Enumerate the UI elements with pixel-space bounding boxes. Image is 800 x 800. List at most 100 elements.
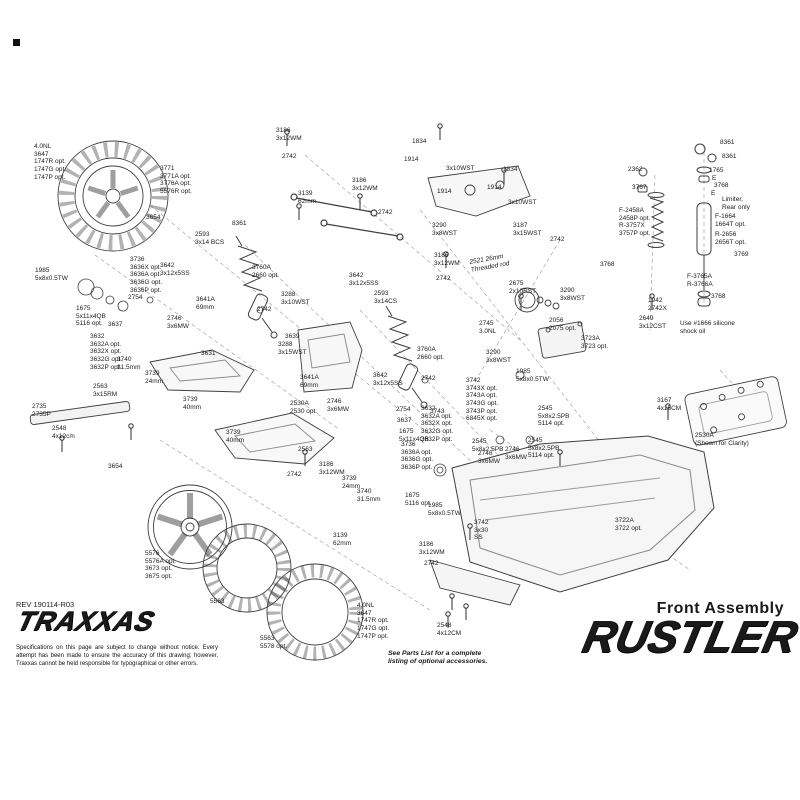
part-label: 3739 40mm [226, 429, 245, 444]
part-label: Use #1666 silicone shock oil [680, 320, 735, 335]
washers [421, 370, 535, 477]
part-label: 3769 [734, 251, 749, 258]
part-label: 5563 5578 opt. [260, 635, 288, 650]
part-label: 3768 [600, 261, 615, 268]
part-label: 3654 [108, 463, 123, 470]
part-label: 2742 [550, 236, 565, 243]
page-title: Front Assembly [656, 600, 784, 617]
part-label: 2530A (Shown for Clarity) [695, 432, 749, 447]
part-label: 3186 3x12WM [276, 127, 302, 142]
disclaimer-text: Specifications on this page are subject … [16, 645, 218, 667]
part-label: 1834 [503, 166, 518, 173]
part-label: 3186 3x12WM [319, 461, 345, 476]
steering-servo [537, 321, 587, 359]
part-label: 8361 [232, 220, 247, 227]
part-label: 3768 [711, 293, 726, 300]
part-label: 1985 5x8x0.5TW [428, 502, 461, 517]
part-label: 3740 31.5mm [357, 488, 381, 503]
part-label: 3743 [430, 408, 445, 415]
upper-chassis-plate [684, 376, 787, 446]
part-label: 2742 [421, 375, 436, 382]
part-label: 1765 [709, 167, 724, 174]
registration-mark [13, 39, 20, 46]
part-label: 3642 3x12x5SS [373, 372, 403, 387]
part-label: 2593 3x14 BCS [195, 231, 225, 246]
part-label: F-2458A 2458P opt. R-3757X 3757P opt. [619, 207, 651, 237]
part-label: 3739 24mm [145, 370, 164, 385]
part-label: 3742 3743X opt. 3743A opt. 3743G opt. 37… [466, 377, 499, 423]
part-label: 1914 [487, 184, 502, 191]
part-label: 3290 3x8WST [432, 222, 457, 237]
part-label: 3139 62mm [298, 190, 317, 205]
part-label: 5576 5576A opt. 3673 opt. 3675 opt. [145, 550, 177, 580]
part-label: F-1664 1664T opt. [715, 213, 746, 228]
part-label: 2545 5x8x2.5PB 5114 opt. [528, 437, 560, 460]
part-label: 1675 5116 opt. [405, 492, 432, 507]
part-label: 3632 3632A opt. 3632X opt. 3632G opt. 36… [90, 333, 123, 371]
parts-list-note: See Parts List for a complete listing of… [388, 650, 488, 666]
part-label: 8361 [722, 153, 737, 160]
part-label: 2742 [282, 153, 297, 160]
part-label: 3288 3x15WST [278, 341, 307, 356]
part-label: 5563 [210, 598, 225, 605]
part-label: 3288 3x10WST [281, 291, 310, 306]
part-label: 4.0NL 3647 1747R opt. 1747G opt. 1747P o… [34, 143, 67, 181]
part-label: 3736 3636X opt. 3636A opt. 3636G opt. 36… [130, 256, 163, 294]
part-label: 3639 [285, 333, 300, 340]
front-wheel-spoked [147, 484, 233, 570]
part-label: 2521 26mm Threaded rod [469, 253, 510, 274]
suspension-arm-upper [149, 349, 255, 393]
part-label: 3167 4x15CM [657, 397, 682, 412]
part-label: 1985 5x8x0.5TW [35, 267, 68, 282]
part-label: 3186 3x12WM [434, 252, 460, 267]
front-bulkhead [297, 321, 363, 393]
part-label: E [711, 190, 716, 197]
part-label: 2742 [257, 306, 272, 313]
part-label: 1914 [404, 156, 419, 163]
part-label: Limiter, Rear only [722, 196, 750, 211]
part-label: 2056 2075 opt. [549, 317, 577, 332]
part-label: 2742 [378, 209, 393, 216]
part-label: 2742 [424, 560, 439, 567]
part-label: 3768 [714, 182, 729, 189]
chassis-tub [451, 435, 715, 593]
part-label: 1834 [412, 138, 427, 145]
part-label: 3637 [397, 417, 412, 424]
part-label: 3632 3632A opt. 3632X opt. 3632G opt. 36… [421, 405, 454, 443]
shock-body-exploded [694, 143, 717, 307]
part-label: 3742 3x30 SS [474, 519, 489, 542]
part-label: 1985 5x8x0.5TW [516, 368, 549, 383]
front-bumper [429, 559, 521, 606]
transmission-parts [514, 287, 560, 313]
front-tire-middle [202, 523, 292, 613]
part-label: 2545 5x8x2.5PB 5114 opt. [538, 405, 570, 428]
part-label: 2754 [396, 406, 411, 413]
part-label: 3740 31.5mm [117, 356, 141, 371]
part-label: 3186 3x12WM [419, 541, 445, 556]
part-label: 3290 3x8WST [486, 349, 511, 364]
part-label: 2742 [436, 275, 451, 282]
body-mount-bar [29, 401, 131, 425]
part-label: 3186 3x12WM [352, 177, 378, 192]
part-label: 4.0NL 3647 1747R opt. 1747G opt. 1747P o… [357, 602, 390, 640]
part-label: 3760A 2660 opt. [417, 346, 445, 361]
part-label: 1914 [437, 188, 452, 195]
screws [59, 123, 671, 628]
part-label: 3722A 3722 opt. [615, 517, 643, 532]
shock-absorber-center [385, 305, 428, 409]
part-label: 3290 3x8WST [560, 287, 585, 302]
part-label: 3739 40mm [183, 396, 202, 411]
part-label: 2746 3x6MW [167, 315, 190, 330]
part-label: 3x10WST [508, 199, 537, 206]
part-label: 2735 2735P [32, 403, 51, 418]
part-label: 2593 3x14CS [374, 290, 398, 305]
suspension-arm-lower [214, 412, 335, 465]
part-label: 2745 3.0NL [479, 320, 497, 335]
part-label: 2530A 2530 opt. [290, 400, 318, 415]
part-label: 1942 2742X [648, 297, 667, 312]
part-label: 8361 [720, 139, 735, 146]
part-label: F-3765A R-3766A [687, 273, 713, 288]
part-label: 3641A 69mm [300, 374, 319, 389]
part-label: 3760A 2660 opt. [252, 264, 280, 279]
